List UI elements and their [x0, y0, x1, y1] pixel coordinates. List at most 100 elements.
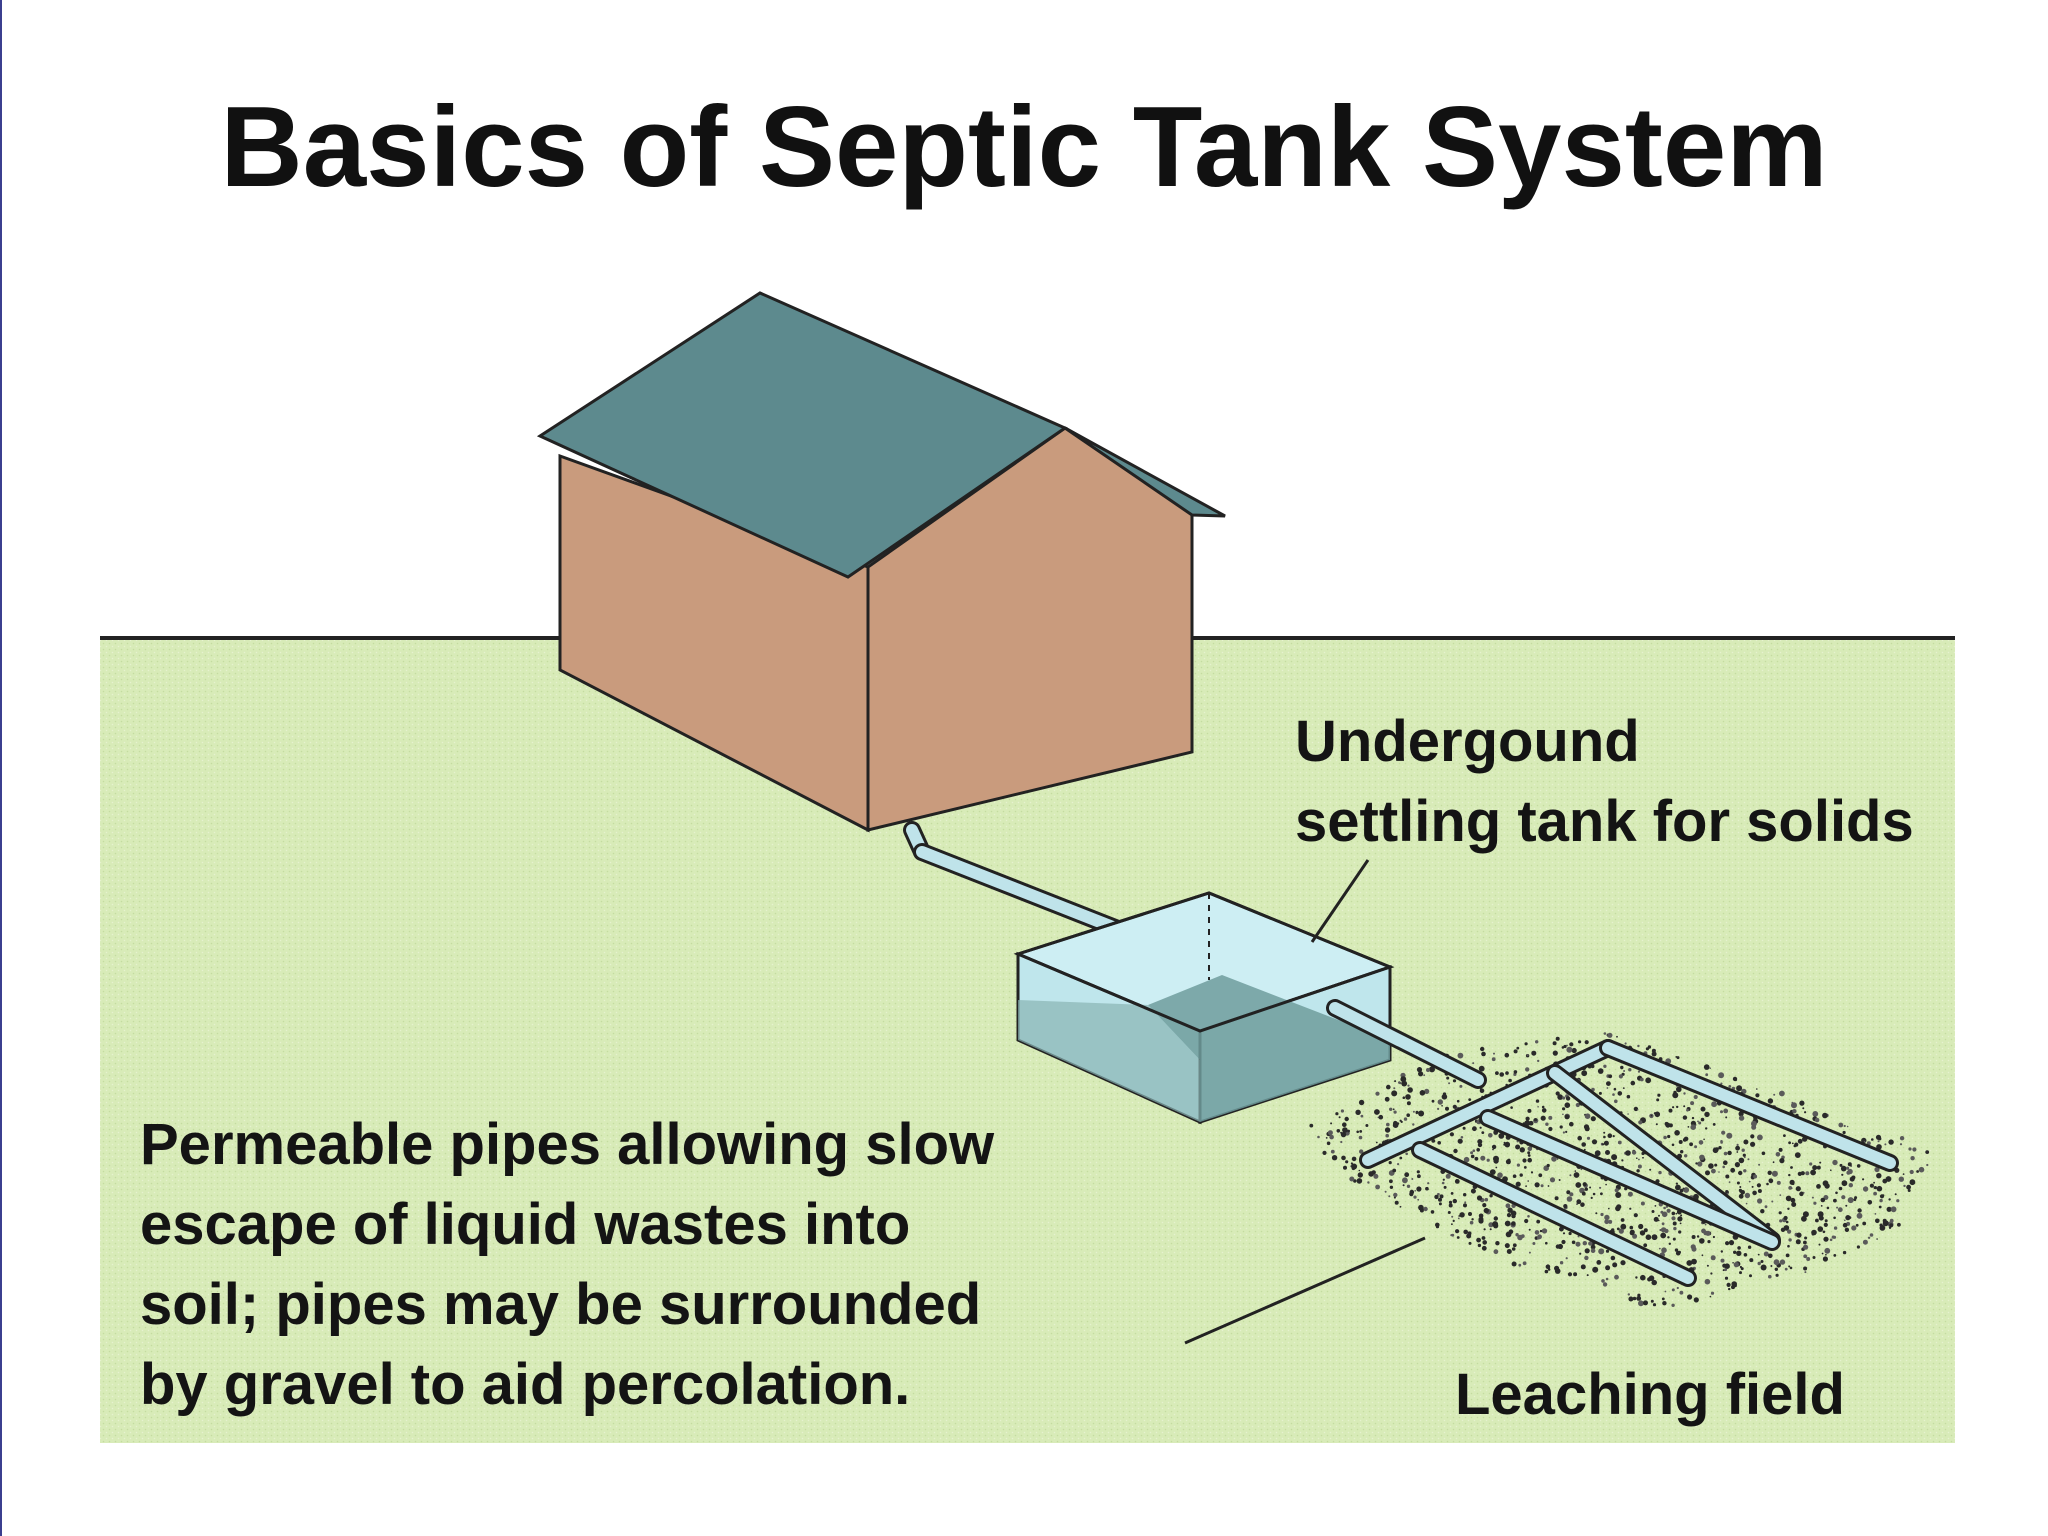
- gravel-speck: [1741, 1148, 1745, 1152]
- gravel-speck: [1675, 1184, 1681, 1191]
- distribution-pipe: [1359, 1039, 1617, 1169]
- gravel-speck: [1606, 1087, 1609, 1089]
- gravel-speck: [1442, 1178, 1445, 1181]
- gravel-speck: [1592, 1192, 1596, 1196]
- gravel-speck: [1510, 1106, 1513, 1109]
- gravel-speck: [1671, 1143, 1675, 1147]
- gravel-speck: [1899, 1136, 1905, 1141]
- gravel-speck: [1736, 1143, 1739, 1146]
- gravel-speck: [1371, 1170, 1376, 1175]
- gravel-speck: [1463, 1156, 1470, 1163]
- gravel-speck: [1541, 1228, 1548, 1234]
- gravel-speck: [1709, 1295, 1712, 1298]
- gravel-speck: [1536, 1219, 1541, 1224]
- gravel-speck: [1674, 1248, 1679, 1252]
- gravel-speck: [1488, 1222, 1494, 1228]
- gravel-speck: [1628, 1296, 1634, 1302]
- gravel-speck: [1720, 1258, 1725, 1263]
- tank-label-line-2: settling tank for solids: [1295, 789, 1914, 854]
- gravel-speck: [1621, 1159, 1624, 1162]
- gravel-speck: [1733, 1284, 1737, 1288]
- gravel-speck: [1590, 1116, 1596, 1122]
- gravel-speck: [1544, 1269, 1549, 1274]
- gravel-speck: [1626, 1094, 1631, 1099]
- gravel-speck: [1516, 1046, 1520, 1050]
- gravel-speck: [1869, 1233, 1874, 1237]
- gravel-speck: [1840, 1165, 1847, 1172]
- gravel-speck: [1824, 1247, 1831, 1254]
- gravel-speck: [1750, 1141, 1756, 1147]
- gravel-speck: [1813, 1201, 1817, 1205]
- gravel-speck: [1693, 1094, 1698, 1100]
- gravel-speck: [1602, 1282, 1608, 1287]
- gravel-speck: [1725, 1174, 1730, 1179]
- gravel-speck: [1647, 1277, 1652, 1282]
- gravel-speck: [1672, 1221, 1677, 1226]
- gravel-speck: [1686, 1260, 1693, 1266]
- gravel-speck: [1412, 1110, 1415, 1113]
- gravel-speck: [1826, 1206, 1830, 1210]
- gravel-speck: [1341, 1155, 1346, 1161]
- gravel-speck: [1393, 1196, 1396, 1199]
- gravel-speck: [1493, 1158, 1499, 1164]
- gravel-speck: [1760, 1264, 1767, 1271]
- gravel-speck: [1417, 1198, 1420, 1201]
- gravel-speck: [1732, 1076, 1738, 1082]
- gravel-speck: [1342, 1122, 1347, 1127]
- gravel-speck: [1565, 1096, 1571, 1101]
- gravel-speck: [1705, 1170, 1710, 1176]
- gravel-speck: [1580, 1202, 1585, 1207]
- gravel-speck: [1791, 1142, 1794, 1145]
- gravel-speck: [1902, 1173, 1905, 1175]
- gravel-speck: [1446, 1076, 1450, 1080]
- gravel-speck: [1757, 1189, 1762, 1193]
- gravel-speck: [1435, 1225, 1440, 1229]
- gravel-speck: [1691, 1246, 1697, 1252]
- gravel-speck: [1447, 1211, 1451, 1214]
- gravel-speck: [1586, 1274, 1589, 1277]
- gravel-speck: [1539, 1229, 1543, 1233]
- gravel-speck: [1431, 1139, 1436, 1143]
- gravel-speck: [1471, 1218, 1474, 1221]
- gravel-speck: [1896, 1199, 1900, 1203]
- gravel-speck: [1478, 1065, 1485, 1072]
- gravel-speck: [1712, 1123, 1716, 1126]
- gravel-speck: [1555, 1091, 1560, 1096]
- gravel-speck: [1705, 1127, 1708, 1130]
- gravel-speck: [1814, 1117, 1820, 1123]
- gravel-speck: [1873, 1181, 1875, 1184]
- gravel-speck: [1707, 1240, 1711, 1244]
- gravel-speck: [1508, 1078, 1512, 1083]
- gravel-speck: [1662, 1227, 1666, 1231]
- gravel-speck: [1811, 1196, 1814, 1199]
- gravel-speck: [1709, 1067, 1711, 1069]
- gravel-speck: [1676, 1286, 1679, 1290]
- gravel-speck: [1540, 1184, 1544, 1188]
- gravel-speck: [1655, 1123, 1658, 1126]
- gravel-speck: [1751, 1124, 1757, 1130]
- gravel-speck: [1723, 1151, 1728, 1156]
- gravel-speck: [1775, 1152, 1781, 1157]
- gravel-speck: [1605, 1150, 1610, 1155]
- gravel-speck: [1335, 1112, 1339, 1116]
- gravel-speck: [1818, 1215, 1824, 1221]
- gravel-speck: [1683, 1105, 1686, 1108]
- gravel-speck: [1885, 1176, 1892, 1182]
- gravel-speck: [1478, 1218, 1484, 1224]
- gravel-speck: [1482, 1240, 1487, 1245]
- gravel-speck: [1402, 1184, 1405, 1187]
- gravel-speck: [1618, 1228, 1624, 1234]
- gravel-speck: [1527, 1146, 1533, 1152]
- gravel-speck: [1605, 1183, 1607, 1186]
- gravel-speck: [1564, 1102, 1571, 1108]
- gravel-speck: [1726, 1132, 1733, 1139]
- gravel-speck: [1534, 1182, 1540, 1188]
- gravel-speck: [1617, 1091, 1623, 1096]
- gravel-speck: [1342, 1127, 1348, 1133]
- gravel-speck: [1608, 1219, 1613, 1224]
- pipes-label: Permeable pipes allowing slow escape of …: [140, 1105, 994, 1425]
- gravel-speck: [1736, 1250, 1742, 1257]
- gravel-speck: [1545, 1241, 1548, 1245]
- gravel-speck: [1736, 1181, 1740, 1185]
